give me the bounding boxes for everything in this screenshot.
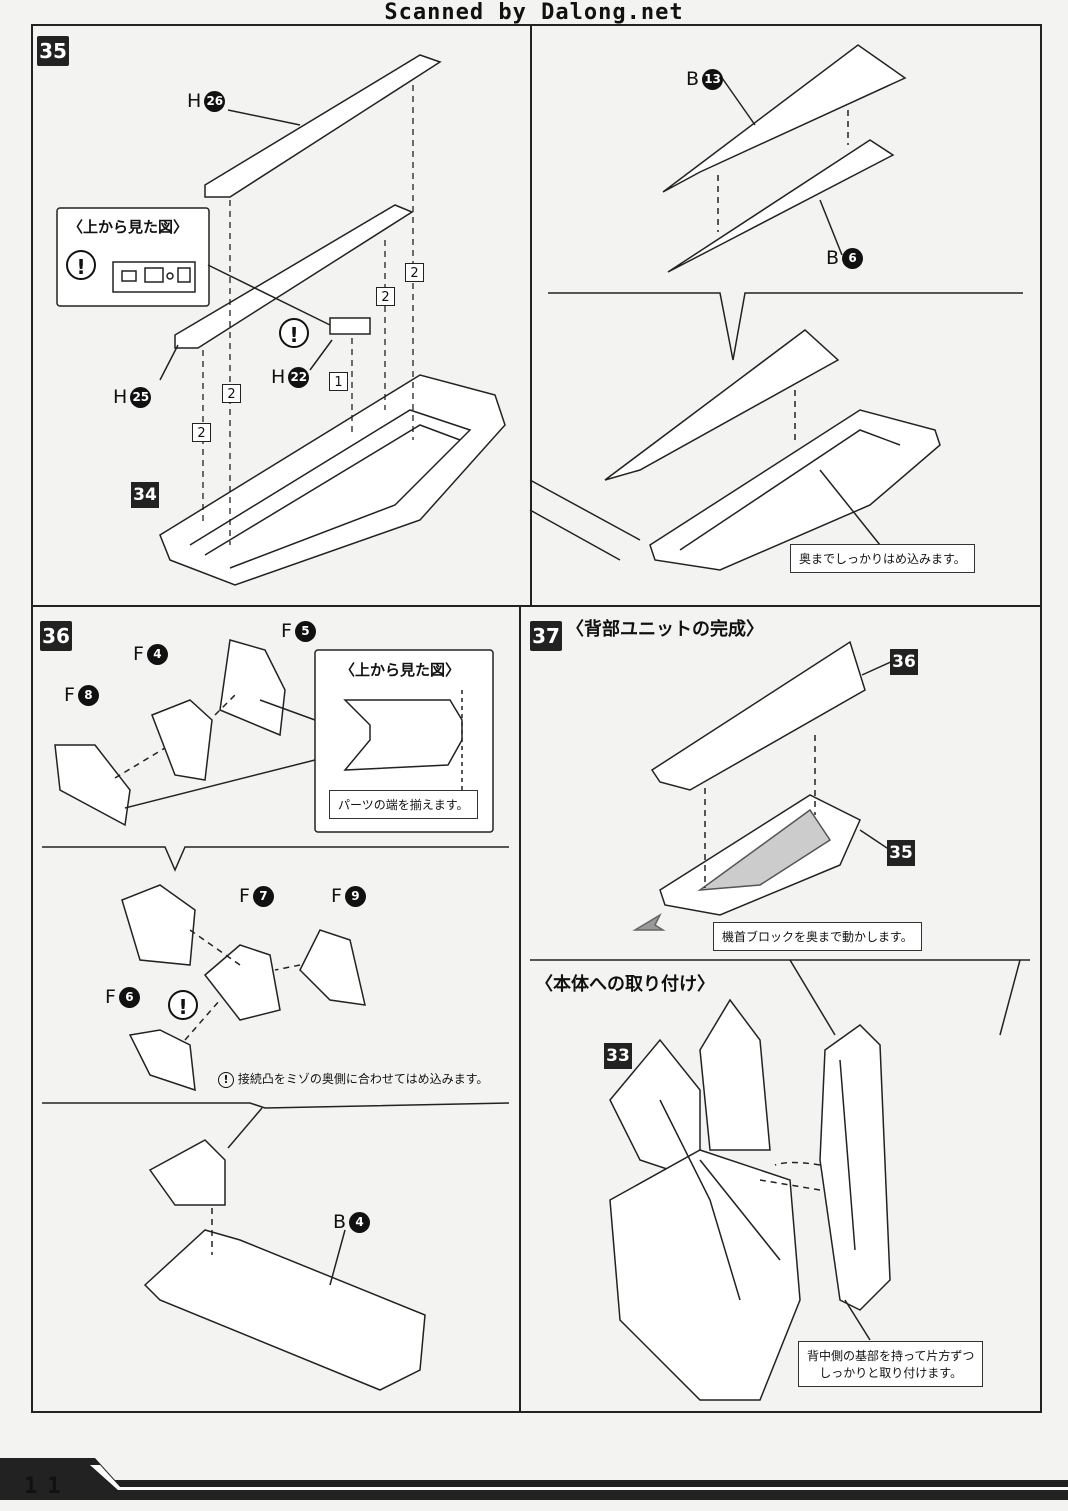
part-letter: H bbox=[187, 90, 202, 112]
step-number-37: 37 bbox=[530, 621, 562, 651]
part-letter: F bbox=[105, 986, 116, 1008]
part-label-h25: H 25 bbox=[113, 386, 152, 408]
part-number-circle: 4 bbox=[349, 1211, 371, 1233]
exclamation-circle-icon: ! bbox=[66, 250, 96, 280]
caution-badge-f6: ! bbox=[168, 990, 198, 1020]
step-reference-35: 35 bbox=[887, 840, 915, 866]
exclamation-circle-icon: ! bbox=[168, 990, 198, 1020]
part-letter: H bbox=[113, 386, 128, 408]
panel-step-37 bbox=[519, 605, 1042, 1413]
exclamation-circle-icon: ! bbox=[279, 318, 309, 348]
note-attach-one-side: 背中側の基部を持って片方ずつ しっかりと取り付けます。 bbox=[798, 1341, 984, 1387]
part-letter: F bbox=[331, 885, 342, 907]
part-number-circle: 22 bbox=[288, 366, 310, 388]
part-label-f5: F 5 bbox=[281, 620, 316, 642]
part-letter: H bbox=[271, 366, 286, 388]
part-label-b4: B 4 bbox=[333, 1211, 371, 1233]
order-marker-2: 2 bbox=[376, 287, 395, 306]
step-reference-36: 36 bbox=[890, 649, 918, 675]
scan-banner: Scanned by Dalong.net bbox=[384, 0, 684, 25]
part-number-circle: 8 bbox=[77, 684, 99, 706]
part-number-circle: 4 bbox=[146, 643, 168, 665]
step-number-35: 35 bbox=[37, 36, 69, 66]
page-number: 11 bbox=[24, 1474, 71, 1499]
part-label-h22: H 22 bbox=[271, 366, 310, 388]
part-number-circle: 13 bbox=[702, 68, 724, 90]
order-marker-2: 2 bbox=[222, 384, 241, 403]
attach-to-body-subtitle: 〈本体への取り付け〉 bbox=[535, 974, 715, 995]
inset-title-top-view: 〈上から見た図〉 bbox=[340, 661, 461, 679]
caution-badge-h22: ! bbox=[279, 318, 309, 348]
note-press-fully: 奥までしっかりはめ込みます。 bbox=[790, 544, 975, 573]
order-marker-2: 2 bbox=[192, 423, 211, 442]
step-reference-34: 34 bbox=[131, 482, 159, 508]
part-letter: F bbox=[281, 620, 292, 642]
part-number-circle: 25 bbox=[130, 386, 152, 408]
part-label-f4: F 4 bbox=[133, 643, 168, 665]
note-attach-line-1: 背中側の基部を持って片方ずつ bbox=[807, 1349, 975, 1363]
exclamation-circle-icon: ! bbox=[218, 1071, 234, 1088]
part-letter: B bbox=[686, 68, 700, 90]
note-align-edges: パーツの端を揃えます。 bbox=[329, 790, 478, 819]
part-number-circle: 26 bbox=[204, 90, 226, 112]
part-letter: F bbox=[239, 885, 250, 907]
step-number-36: 36 bbox=[40, 621, 72, 651]
order-marker-1: 1 bbox=[329, 372, 348, 391]
part-label-f6: F 6 bbox=[105, 986, 140, 1008]
note-move-nose-block: 機首ブロックを奥まで動かします。 bbox=[713, 922, 922, 951]
part-label-h26: H 26 bbox=[187, 90, 226, 112]
inset-title-top-view: 〈上から見た図〉 bbox=[68, 218, 189, 236]
caution-badge-inset: ! bbox=[66, 250, 96, 280]
note-attach-line-2: しっかりと取り付けます。 bbox=[819, 1366, 963, 1380]
part-number-circle: 6 bbox=[842, 247, 864, 269]
part-letter: F bbox=[64, 684, 75, 706]
part-letter: F bbox=[133, 643, 144, 665]
part-number-circle: 6 bbox=[118, 986, 140, 1008]
part-number-circle: 9 bbox=[344, 885, 366, 907]
part-label-b6: B 6 bbox=[826, 247, 864, 269]
part-label-f8: F 8 bbox=[64, 684, 99, 706]
part-label-b13: B 13 bbox=[686, 68, 724, 90]
part-label-f9: F 9 bbox=[331, 885, 366, 907]
note-align-boss-text: 接続凸をミゾの奥側に合わせてはめ込みます。 bbox=[237, 1072, 489, 1086]
step-37-title: 〈背部ユニットの完成〉 bbox=[566, 619, 764, 640]
part-letter: B bbox=[333, 1211, 347, 1233]
order-marker-2: 2 bbox=[405, 263, 424, 282]
part-number-circle: 7 bbox=[252, 885, 274, 907]
part-letter: B bbox=[826, 247, 840, 269]
part-number-circle: 5 bbox=[294, 620, 316, 642]
panel-divider-vertical-top bbox=[530, 24, 532, 607]
step-reference-33: 33 bbox=[604, 1043, 632, 1069]
note-align-boss: ! 接続凸をミゾの奥側に合わせてはめ込みます。 bbox=[218, 1070, 488, 1088]
part-label-f7: F 7 bbox=[239, 885, 274, 907]
